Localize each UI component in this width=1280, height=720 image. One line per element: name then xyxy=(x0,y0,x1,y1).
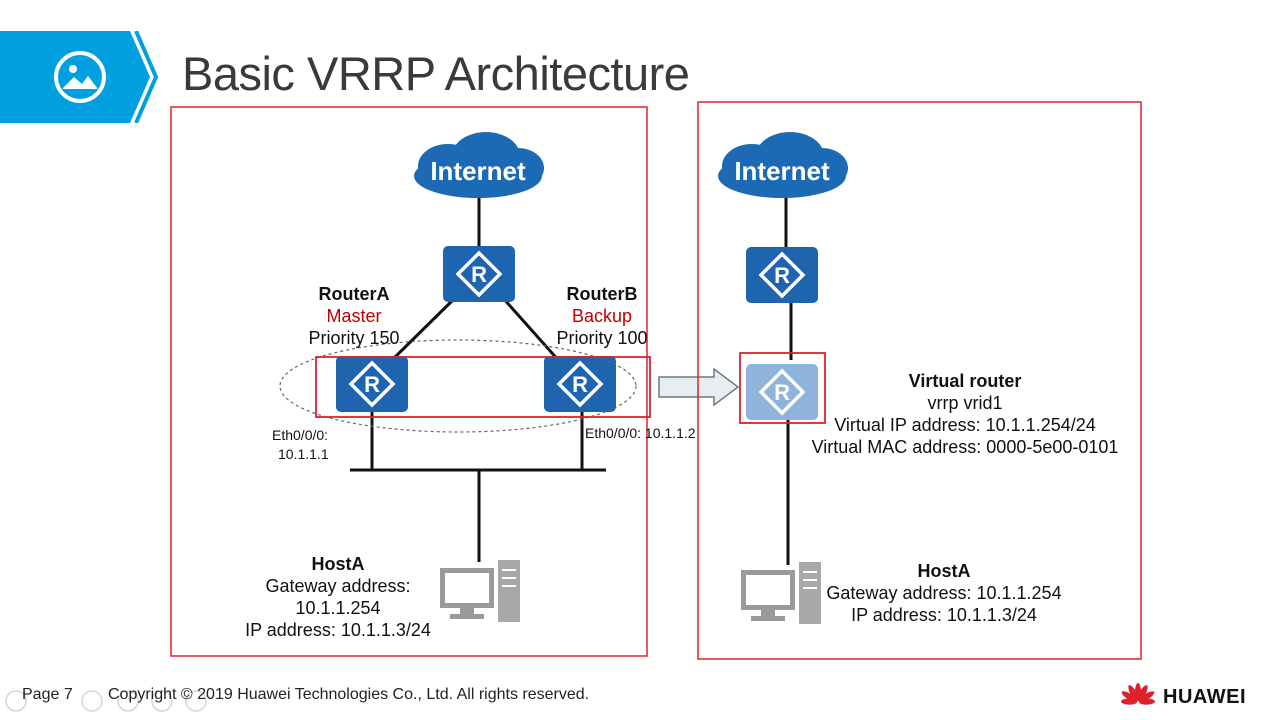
vrrp-group-ellipse xyxy=(279,339,637,433)
right-host-pc-icon xyxy=(740,561,822,625)
left-host-name: HostA xyxy=(312,554,365,574)
right-host-name: HostA xyxy=(918,561,971,581)
slide-title: Basic VRRP Architecture xyxy=(182,47,690,100)
footer-page-number: Page 7 xyxy=(22,686,73,703)
vrrp-group-frame xyxy=(315,356,651,418)
left-host-ip: IP address: 10.1.1.3/24 xyxy=(245,620,431,640)
right-host-ip: IP address: 10.1.1.3/24 xyxy=(851,605,1037,625)
next-slide-icon xyxy=(185,690,207,712)
footer-copyright: Copyright © 2019 Huawei Technologies Co.… xyxy=(108,686,590,703)
zoom-icon xyxy=(117,690,139,712)
router-a-icon xyxy=(334,354,410,414)
left-top-router-icon xyxy=(441,244,517,304)
left-panel-frame xyxy=(170,106,648,657)
router-a-name: RouterA xyxy=(319,284,390,304)
brand-name: HUAWEI xyxy=(1163,686,1246,708)
image-icon xyxy=(54,51,106,103)
router-b-name: RouterB xyxy=(567,284,638,304)
virtual-router-mac: Virtual MAC address: 0000-5e00-0101 xyxy=(812,437,1119,457)
left-internet-label: Internet xyxy=(430,156,526,186)
router-a-priority: Priority 150 xyxy=(308,328,399,348)
huawei-logo xyxy=(1121,683,1155,705)
header-tab xyxy=(0,31,159,123)
router-b-priority: Priority 100 xyxy=(556,328,647,348)
left-host-pc-icon xyxy=(439,559,521,623)
right-internet-label: Internet xyxy=(734,156,830,186)
right-top-router-icon xyxy=(744,245,820,305)
virtual-router-ip: Virtual IP address: 10.1.1.254/24 xyxy=(834,415,1096,435)
right-panel-frame xyxy=(697,101,1142,660)
router-b-role: Backup xyxy=(572,306,632,326)
router-b-interface: Eth0/0/0: 10.1.1.2 xyxy=(585,425,696,441)
left-host-gateway-value: 10.1.1.254 xyxy=(295,598,380,618)
virtual-router-icon: R xyxy=(746,364,818,420)
right-host-gateway: Gateway address: 10.1.1.254 xyxy=(826,583,1061,603)
router-b-icon xyxy=(542,354,618,414)
left-host-gateway-label: Gateway address: xyxy=(265,576,410,596)
router-a-ip: 10.1.1.1 xyxy=(278,446,329,462)
slideshow-nav-toolbar[interactable] xyxy=(2,688,212,714)
virtual-router-vrid: vrrp vrid1 xyxy=(927,393,1002,413)
virtual-router-title: Virtual router xyxy=(909,371,1022,391)
router-a-interface: Eth0/0/0: xyxy=(272,427,328,443)
huawei-petal-icon xyxy=(1121,683,1155,705)
prev-slide-icon xyxy=(5,690,27,712)
menu-icon xyxy=(151,690,173,712)
router-a-role: Master xyxy=(326,306,381,326)
pen-icon xyxy=(81,690,103,712)
virtual-router-frame xyxy=(739,352,826,424)
svg-text:R: R xyxy=(774,380,790,405)
